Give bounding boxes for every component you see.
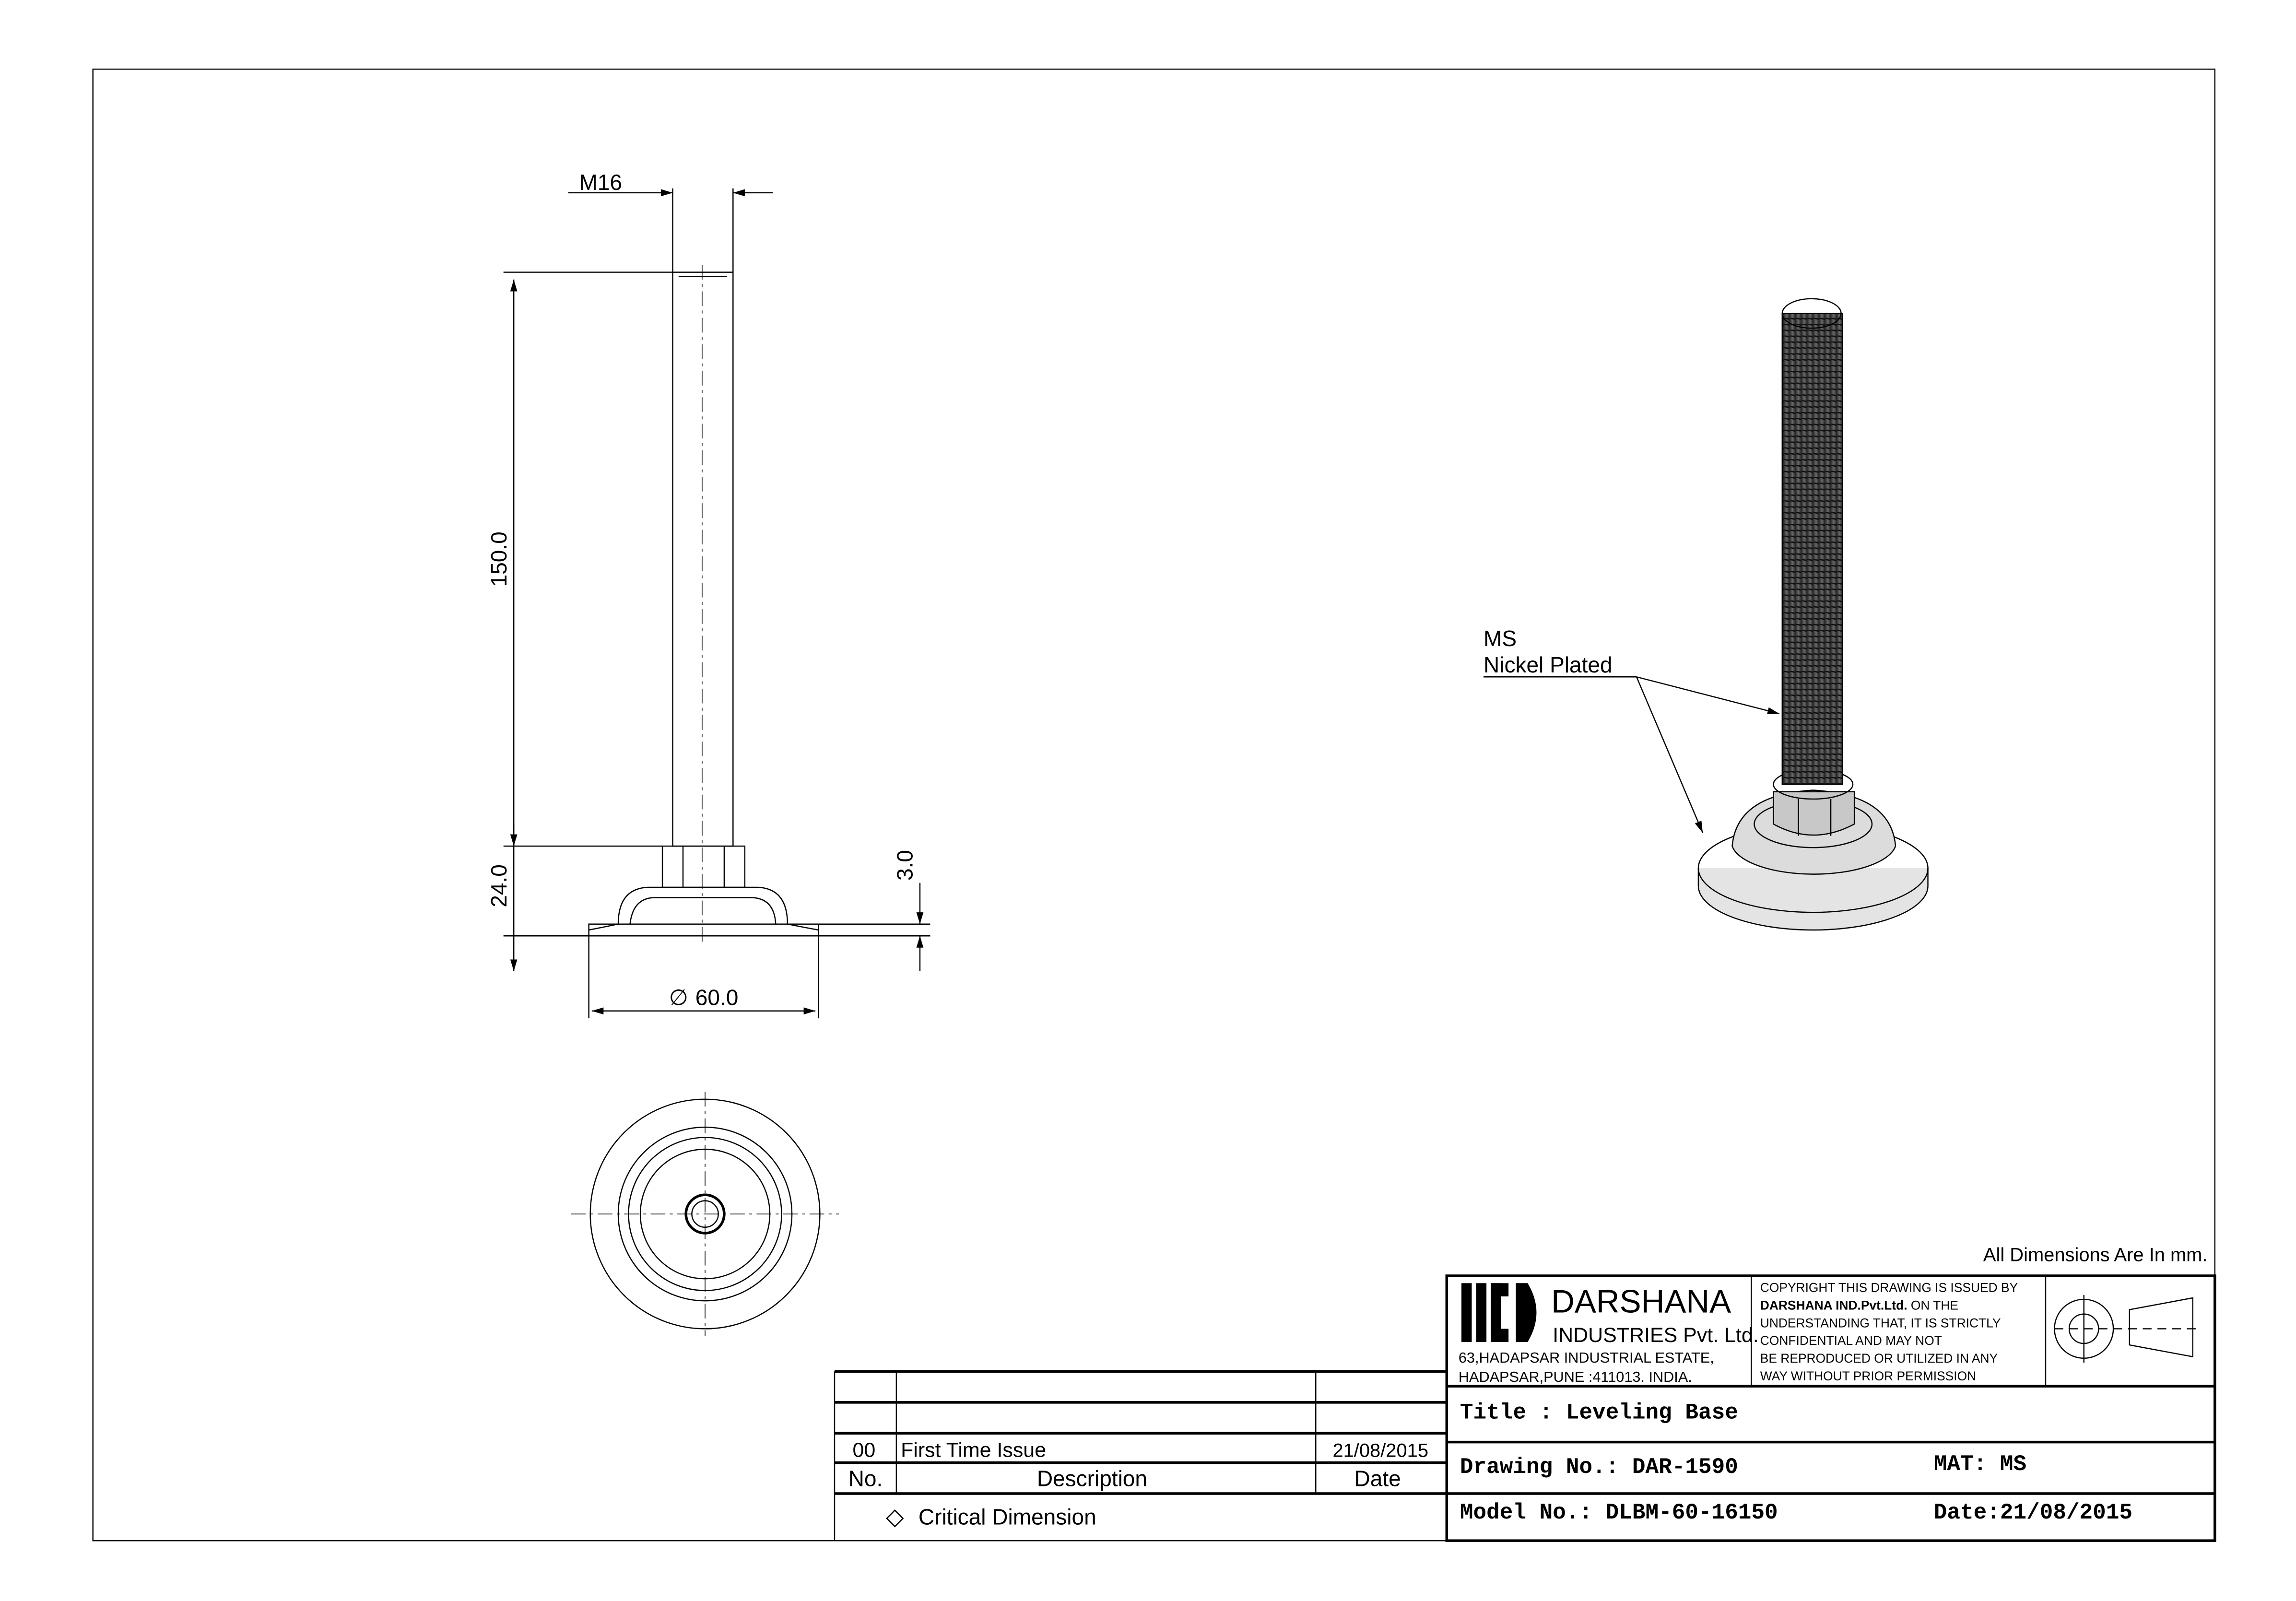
company-address-1: 63,HADAPSAR INDUSTRIAL ESTATE, xyxy=(1459,1349,1714,1366)
projection-symbol-icon xyxy=(2054,1295,2197,1363)
units-note: All Dimensions Are In mm. xyxy=(1983,1244,2208,1265)
bolt-shaft xyxy=(672,271,734,847)
flange-dimension: 3.0 xyxy=(893,850,918,881)
header-no: No. xyxy=(848,1466,883,1491)
top-view xyxy=(571,1092,839,1336)
svg-text:COPYRIGHT THIS DRAWING IS ISSU: COPYRIGHT THIS DRAWING IS ISSUED BY xyxy=(1760,1281,2018,1295)
hex-nut xyxy=(661,845,746,888)
material: MAT: MS xyxy=(1934,1452,2026,1477)
iso-threaded-shaft xyxy=(1781,313,1843,785)
critical-dimension-label: Critical Dimension xyxy=(918,1504,1096,1529)
company-name: DARSHANA xyxy=(1551,1284,1731,1320)
sheet-border xyxy=(92,68,2216,1542)
svg-text:DARSHANA IND.Pvt.Ltd. ON THE: DARSHANA IND.Pvt.Ltd. ON THE xyxy=(1760,1298,1958,1313)
front-view: M16 150.0 24.0 3.0 ∅ 60.0 xyxy=(486,170,930,1019)
header-description: Description xyxy=(1037,1466,1147,1491)
revision-description: First Time Issue xyxy=(901,1438,1046,1461)
drawing-title: Title : Leveling Base xyxy=(1460,1401,1738,1425)
copyright-notice: COPYRIGHT THIS DRAWING IS ISSUED BY DARS… xyxy=(1760,1281,2018,1383)
drawing-number: Drawing No.: DAR-1590 xyxy=(1460,1455,1738,1480)
material-label: MS xyxy=(1484,626,1517,651)
svg-text:UNDERSTANDING THAT, IT IS STRI: UNDERSTANDING THAT, IT IS STRICTLY xyxy=(1760,1316,2001,1330)
base-height-dimension: 24.0 xyxy=(486,864,511,907)
diameter-dimension: 60.0 xyxy=(695,985,739,1010)
diameter-symbol: ∅ xyxy=(669,985,688,1010)
header-date: Date xyxy=(1354,1466,1401,1491)
svg-text:CONFIDENTIAL AND MAY NOT: CONFIDENTIAL AND MAY NOT xyxy=(1760,1333,1942,1348)
title-block: DARSHANA INDUSTRIES Pvt. Ltd. 63,HADAPSA… xyxy=(1445,1274,2216,1542)
thread-dimension: M16 xyxy=(579,170,622,195)
revision-table: 00 First Time Issue 21/08/2015 No. Descr… xyxy=(834,1370,1447,1541)
finish-label: Nickel Plated xyxy=(1484,652,1613,677)
revision-date: 21/08/2015 xyxy=(1332,1440,1428,1461)
isometric-view: MS Nickel Plated xyxy=(1484,298,1929,931)
company-address-2: HADAPSAR,PUNE :411013. INDIA. xyxy=(1459,1368,1692,1385)
revision-no: 00 xyxy=(852,1438,875,1461)
iso-nut xyxy=(1773,791,1855,836)
svg-text:WAY WITHOUT PRIOR PERMISSION: WAY WITHOUT PRIOR PERMISSION xyxy=(1760,1369,1976,1383)
base-dome xyxy=(617,886,789,924)
company-logo xyxy=(1461,1283,1537,1342)
model-number: Model No.: DLBM-60-16150 xyxy=(1460,1500,1778,1525)
revision-row: 00 First Time Issue 21/08/2015 xyxy=(852,1438,1428,1461)
company-subtitle: INDUSTRIES Pvt. Ltd. xyxy=(1553,1324,1758,1347)
base-flange xyxy=(588,923,819,937)
height-dimension: 150.0 xyxy=(486,531,511,587)
svg-text:BE REPRODUCED OR UTILIZED IN A: BE REPRODUCED OR UTILIZED IN ANY xyxy=(1760,1351,1998,1366)
drawing-date: Date:21/08/2015 xyxy=(1934,1500,2132,1525)
critical-dimension-icon: ◇ xyxy=(886,1504,904,1530)
